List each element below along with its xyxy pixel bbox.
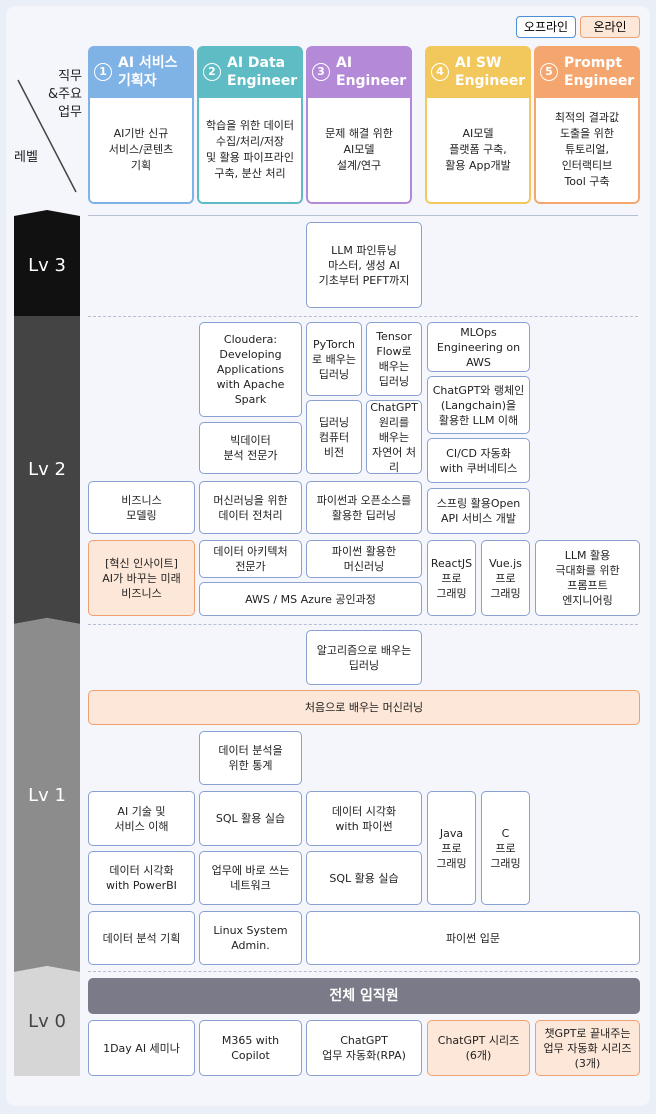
- job-header-3: 3 AI Engineer 문제 해결 위한 AI모델 설계/연구: [306, 46, 412, 204]
- course-pytorch-deeplearning[interactable]: PyTorch 로 배우는 딥러닝: [306, 322, 362, 396]
- job-number: 5: [540, 63, 558, 81]
- job-header-5: 5 Prompt Engineer 최적의 결과값 도출을 위한 튜토리얼, 인…: [534, 46, 640, 204]
- course-python-intro[interactable]: 파이썬 입문: [306, 911, 640, 965]
- course-cloudera-spark[interactable]: Cloudera: Developing Applications with A…: [199, 322, 302, 417]
- axis-duty-label: 직무 &주요 업무: [47, 69, 82, 120]
- course-deeplearning-vision[interactable]: 딥러닝 컴퓨터 비전: [306, 400, 362, 474]
- course-tensorflow-deeplearning[interactable]: Tensor Flow로 배우는 딥러닝: [366, 322, 422, 396]
- course-m365-copilot[interactable]: M365 with Copilot: [199, 1020, 302, 1076]
- course-python-opensource-dl[interactable]: 파이썬과 오픈소스를 활용한 딥러닝: [306, 481, 422, 534]
- course-chatgpt-series[interactable]: ChatGPT 시리즈 (6개): [427, 1020, 530, 1076]
- job-header-top: 2 AI Data Engineer: [197, 46, 303, 98]
- course-cicd-kubernetes[interactable]: CI/CD 자동화 with 쿠버네티스: [427, 438, 530, 483]
- course-chatgpt-rpa[interactable]: ChatGPT 업무 자동화(RPA): [306, 1020, 422, 1076]
- course-reactjs[interactable]: ReactJS 프로 그래밍: [427, 540, 476, 616]
- job-number: 3: [312, 63, 330, 81]
- lv1-lv0-separator: [88, 971, 638, 972]
- course-chatgpt-nlp[interactable]: ChatGPT 원리를 배우는 자연어 처리: [366, 400, 422, 474]
- job-description: AI기반 신규 서비스/콘텐츠 기획: [88, 98, 194, 204]
- course-data-analysis-planning[interactable]: 데이터 분석 기획: [88, 911, 195, 965]
- course-mlops-aws[interactable]: MLOps Engineering on AWS: [427, 322, 530, 372]
- course-data-viz-python[interactable]: 데이터 시각화 with 파이썬: [306, 791, 422, 846]
- course-network[interactable]: 업무에 바로 쓰는 네트워크: [199, 851, 302, 905]
- header-separator: [88, 215, 638, 216]
- job-title: AI Engineer: [336, 55, 407, 89]
- legend-online: 온라인: [580, 16, 640, 38]
- course-python-ml[interactable]: 파이썬 활용한 머신러닝: [306, 540, 422, 578]
- level-0-label: Lv 0: [28, 1010, 66, 1032]
- course-llm-finetuning[interactable]: LLM 파인튜닝 마스터, 생성 AI 기초부터 PEFT까지: [306, 222, 422, 308]
- job-header-top: 3 AI Engineer: [306, 46, 412, 98]
- course-ml-preprocessing[interactable]: 머신러닝을 위한 데이터 전처리: [199, 481, 302, 534]
- level-2-label: Lv 2: [28, 458, 66, 480]
- course-llm-prompt-engineering[interactable]: LLM 활용 극대화를 위한 프롬프트 엔지니어링: [535, 540, 640, 616]
- course-algorithm-deeplearning[interactable]: 알고리즘으로 배우는 딥러닝: [306, 630, 422, 685]
- course-data-viz-powerbi[interactable]: 데이터 시각화 with PowerBI: [88, 851, 195, 905]
- lv3-lv2-separator: [88, 316, 638, 317]
- course-innovation-insight[interactable]: [혁신 인사이트] AI가 바꾸는 미래 비즈니스: [88, 540, 195, 616]
- all-employees-banner: 전체 임직원: [88, 978, 640, 1014]
- course-ai-tech-service[interactable]: AI 기술 및 서비스 이해: [88, 791, 195, 846]
- axis-diagonal-line: [17, 79, 77, 193]
- course-chatgpt-automation-series[interactable]: 챗GPT로 끝내주는 업무 자동화 시리즈 (3개): [535, 1020, 640, 1076]
- job-number: 1: [94, 63, 112, 81]
- job-title: Prompt Engineer: [564, 55, 635, 89]
- course-aws-azure[interactable]: AWS / MS Azure 공인과정: [199, 582, 422, 616]
- job-header-2: 2 AI Data Engineer 학습을 위한 데이터 수집/처리/저장 및…: [197, 46, 303, 204]
- course-c[interactable]: C 프로 그래밍: [481, 791, 530, 905]
- level-1-label: Lv 1: [28, 784, 66, 806]
- course-sql-practice-1[interactable]: SQL 활용 실습: [199, 791, 302, 846]
- job-description: 최적의 결과값 도출을 위한 튜토리얼, 인터랙티브 Tool 구축: [534, 98, 640, 204]
- axis-level-label: 레벨: [14, 150, 38, 165]
- job-description: 학습을 위한 데이터 수집/처리/저장 및 활용 파이프라인 구축, 분산 처리: [197, 98, 303, 204]
- course-vuejs[interactable]: Vue.js 프로 그래밍: [481, 540, 530, 616]
- course-data-architecture[interactable]: 데이터 아키텍처 전문가: [199, 540, 302, 578]
- job-number: 2: [203, 63, 221, 81]
- job-title: AI SW Engineer: [455, 55, 526, 89]
- course-business-modeling[interactable]: 비즈니스 모델링: [88, 481, 195, 534]
- course-spring-openapi[interactable]: 스프링 활용Open API 서비스 개발: [427, 488, 530, 534]
- job-title: AI Data Engineer: [227, 55, 298, 89]
- job-header-top: 5 Prompt Engineer: [534, 46, 640, 98]
- course-linux-admin[interactable]: Linux System Admin.: [199, 911, 302, 965]
- job-header-top: 1 AI 서비스 기획자: [88, 46, 194, 98]
- course-java[interactable]: Java 프로 그래밍: [427, 791, 476, 905]
- course-first-ml[interactable]: 처음으로 배우는 머신러닝: [88, 690, 640, 725]
- course-data-statistics[interactable]: 데이터 분석을 위한 통계: [199, 731, 302, 785]
- job-header-1: 1 AI 서비스 기획자 AI기반 신규 서비스/콘텐츠 기획: [88, 46, 194, 204]
- job-header-4: 4 AI SW Engineer AI모델 플랫폼 구축, 활용 App개발: [425, 46, 531, 204]
- course-bigdata-analyst[interactable]: 빅데이터 분석 전문가: [199, 422, 302, 474]
- course-1day-ai-seminar[interactable]: 1Day AI 세미나: [88, 1020, 195, 1076]
- lv2-lv1-separator: [88, 624, 638, 625]
- job-header-top: 4 AI SW Engineer: [425, 46, 531, 98]
- job-number: 4: [431, 63, 449, 81]
- course-chatgpt-langchain[interactable]: ChatGPT와 랭체인 (Langchain)을 활용한 LLM 이해: [427, 376, 530, 434]
- level-3-label: Lv 3: [28, 254, 66, 276]
- legend-offline: 오프라인: [516, 16, 576, 38]
- course-sql-practice-2[interactable]: SQL 활용 실습: [306, 851, 422, 905]
- job-title: AI 서비스 기획자: [118, 55, 178, 89]
- job-description: AI모델 플랫폼 구축, 활용 App개발: [425, 98, 531, 204]
- job-description: 문제 해결 위한 AI모델 설계/연구: [306, 98, 412, 204]
- level-bars: [14, 210, 80, 1076]
